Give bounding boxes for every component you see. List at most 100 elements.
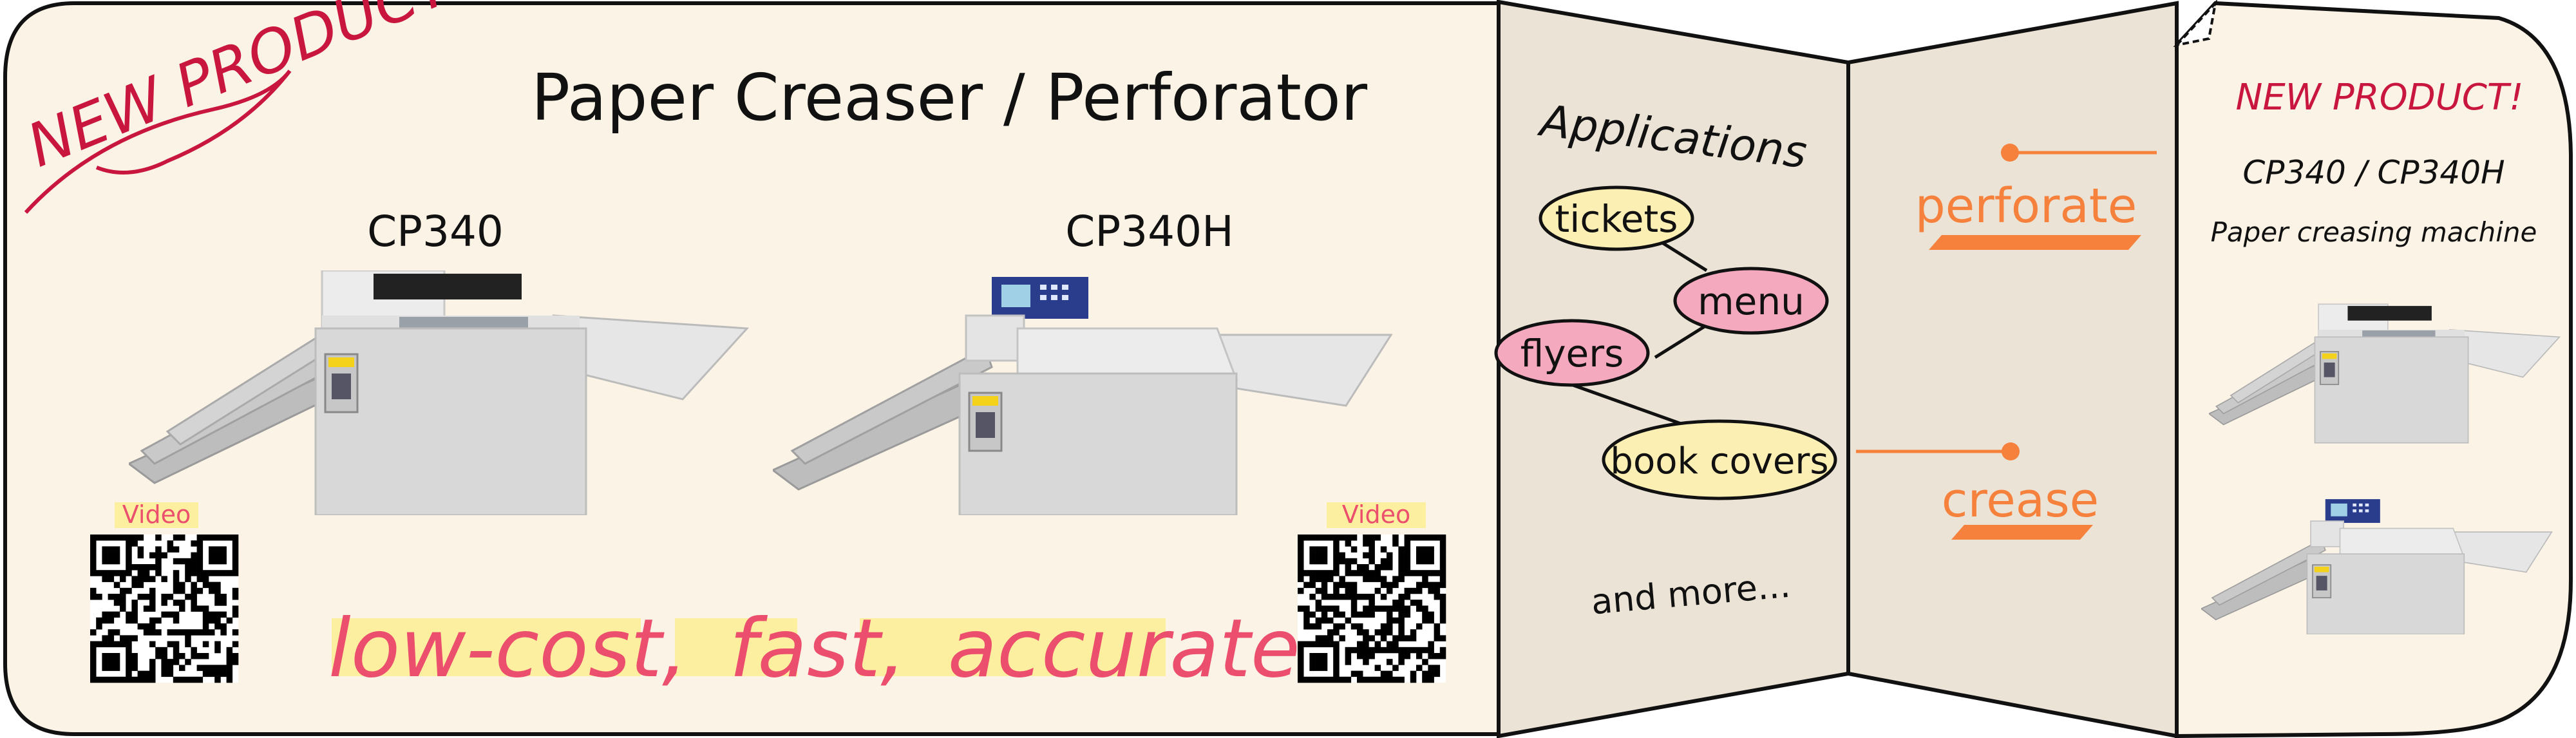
qr-module: [1363, 594, 1369, 600]
qr-module: [113, 594, 120, 600]
qr-module: [108, 665, 115, 671]
qr-module: [1439, 611, 1446, 618]
qr-module: [196, 576, 204, 582]
qr-module: [131, 611, 138, 618]
qr-module: [1439, 600, 1446, 606]
qr-module: [126, 558, 132, 565]
qr-module: [1350, 570, 1358, 576]
qr-module: [173, 617, 180, 624]
qr-module: [173, 558, 180, 565]
qr-module: [1333, 653, 1340, 659]
qr-module: [1387, 582, 1393, 589]
qr-module: [1392, 617, 1399, 624]
qr-module: [1416, 600, 1423, 606]
qr-module: [120, 641, 126, 648]
qr-module: [173, 653, 180, 659]
qr-module: [161, 647, 167, 654]
qr-module: [90, 676, 97, 683]
qr-module: [126, 665, 132, 671]
qr-module: [1416, 558, 1423, 565]
qr-module: [202, 617, 209, 624]
qr-module: [1439, 558, 1446, 565]
qr-module: [90, 546, 97, 553]
qr-module: [214, 600, 221, 606]
video-label-cp340h[interactable]: Video: [1342, 500, 1410, 529]
qr-module: [1345, 659, 1352, 665]
qr-module: [108, 641, 115, 648]
qr-module: [1374, 564, 1381, 571]
qr-module: [149, 665, 156, 671]
qr-module: [1339, 582, 1345, 589]
qr-module: [1387, 670, 1393, 677]
qr-module: [1398, 653, 1405, 659]
qr-module: [1368, 558, 1375, 565]
qr-module: [173, 659, 180, 665]
qr-module: [1428, 546, 1434, 553]
qr-module: [191, 647, 197, 654]
qr-module: [1404, 540, 1411, 547]
qr-module: [1374, 676, 1381, 683]
qr-module: [1410, 647, 1417, 654]
qr-module: [108, 659, 115, 665]
qr-module: [1428, 665, 1434, 671]
qr-module: [1309, 653, 1316, 659]
qr-module: [1422, 576, 1428, 582]
qr-module: [1315, 617, 1322, 624]
qr-module: [1416, 546, 1423, 553]
qr-module: [1333, 623, 1340, 630]
qr-module: [1315, 576, 1322, 582]
qr-module: [1428, 611, 1434, 618]
qr-module: [1392, 635, 1399, 641]
qr-module: [1404, 558, 1411, 565]
qr-module: [1350, 623, 1358, 630]
qr-module: [1416, 582, 1423, 589]
qr-module: [167, 629, 174, 636]
qr-module: [90, 641, 97, 648]
qr-module: [120, 587, 126, 594]
qr-module: [1439, 540, 1446, 547]
qr-module: [102, 635, 108, 641]
qr-module: [1439, 576, 1446, 582]
qr-module: [143, 629, 150, 636]
qr-module: [102, 641, 108, 648]
qr-module: [226, 570, 233, 576]
qr-module: [1404, 647, 1411, 654]
qr-module: [96, 623, 102, 630]
qr-module: [1345, 535, 1352, 541]
qr-module: [1428, 587, 1434, 594]
qr-module: [1315, 623, 1322, 630]
qr-module: [1298, 546, 1304, 553]
qr-module: [1392, 535, 1399, 541]
qr-module: [1380, 647, 1387, 654]
qr-module: [1298, 570, 1304, 576]
qr-module: [1321, 535, 1328, 541]
qr-module: [185, 659, 191, 665]
qr-module: [1298, 552, 1304, 559]
qr-module: [202, 570, 209, 576]
qr-module: [1345, 594, 1352, 600]
video-label-cp340[interactable]: Video: [122, 500, 191, 529]
qr-module: [155, 647, 162, 654]
qr-module: [209, 629, 215, 636]
qr-module: [1303, 623, 1310, 630]
qr-module: [202, 605, 209, 612]
qr-module: [1363, 629, 1369, 636]
qr-module: [220, 623, 227, 630]
qr-module: [1350, 670, 1358, 677]
qr-module: [220, 552, 227, 559]
qr-module: [1428, 570, 1434, 576]
qr-module: [1315, 665, 1322, 671]
qr-module: [126, 535, 132, 541]
qr-code-cp340[interactable]: [90, 535, 239, 683]
qr-code-cp340h[interactable]: [1298, 535, 1446, 683]
qr-module: [149, 629, 156, 636]
qr-module: [232, 552, 239, 559]
qr-module: [137, 670, 144, 677]
qr-module: [120, 594, 126, 600]
qr-module: [167, 659, 174, 665]
qr-module: [131, 659, 138, 665]
qr-module: [155, 617, 162, 624]
qr-module: [137, 535, 144, 541]
callout-dot: [2002, 442, 2020, 460]
qr-module: [1350, 594, 1358, 600]
